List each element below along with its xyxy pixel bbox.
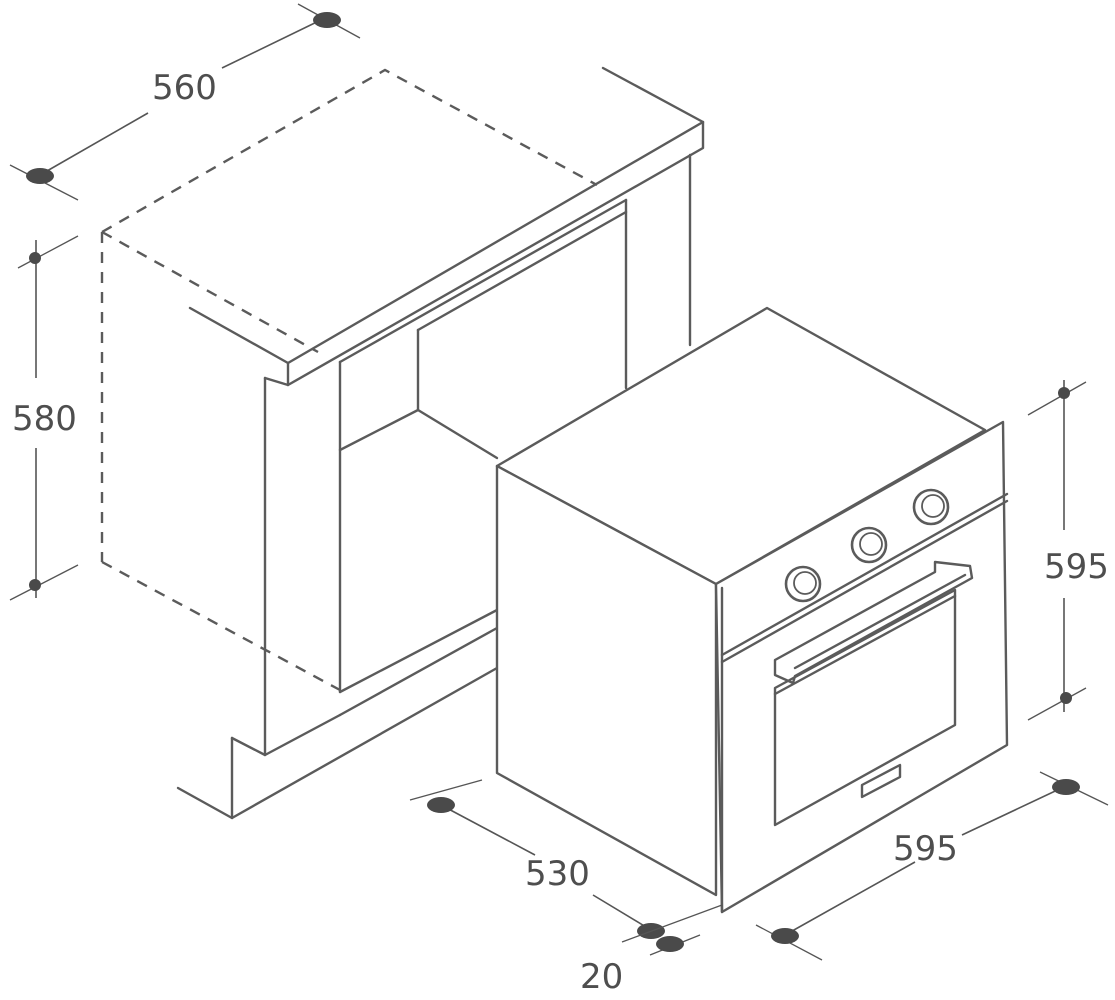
- oven-bottom-vent: [860, 763, 902, 799]
- handle-highlight: [793, 573, 967, 670]
- dimension-cabinet-width: [9, 3, 361, 201]
- dimension-oven-height: [1027, 380, 1087, 721]
- cabinet-plinth: [230, 666, 499, 820]
- oven-door-window-inner: [773, 594, 957, 696]
- oven: [495, 306, 1009, 914]
- countertop-front-face: [286, 120, 705, 387]
- oven-knob-1: [784, 565, 822, 603]
- niche-floor: [416, 408, 499, 460]
- control-panel-divider-2: [720, 499, 1009, 664]
- cabinet-left-panel: [263, 376, 342, 757]
- countertop-left-end: [188, 306, 290, 365]
- plinth-top-rail: [338, 626, 499, 717]
- oven-knob-3: [912, 488, 950, 526]
- plinth-base-left: [176, 786, 234, 820]
- niche-floor-front: [338, 608, 499, 694]
- cabinet-hidden-bottom: [101, 560, 341, 692]
- cabinet-niche: [100, 66, 705, 820]
- oven-knob-2: [850, 526, 888, 564]
- cabinet-back-rail: [338, 198, 628, 364]
- dimension-fascia-depth: [621, 904, 723, 956]
- countertop-back-top: [286, 66, 705, 365]
- cabinet-left-panel-top: [263, 376, 290, 387]
- label-oven-width: 595: [893, 829, 958, 869]
- label-fascia-depth: 20: [580, 957, 623, 997]
- dimension-oven-width: [755, 771, 1109, 961]
- oven-door-window: [773, 588, 957, 827]
- plinth-top-left: [230, 736, 267, 757]
- cabinet-back-rail-lower: [416, 210, 628, 332]
- dimension-cabinet-height: [9, 235, 79, 601]
- label-cabinet-width: 560: [152, 68, 217, 108]
- oven-front-fascia: [714, 420, 1009, 914]
- control-panel-divider: [720, 492, 1009, 657]
- cabinet-hidden-top-back: [101, 68, 598, 234]
- cabinet-hidden-top-front: [101, 230, 319, 354]
- label-cabinet-height: 580: [12, 399, 77, 439]
- label-oven-depth: 530: [525, 854, 590, 894]
- label-oven-height: 595: [1044, 547, 1109, 587]
- oven-side-face: [495, 464, 718, 897]
